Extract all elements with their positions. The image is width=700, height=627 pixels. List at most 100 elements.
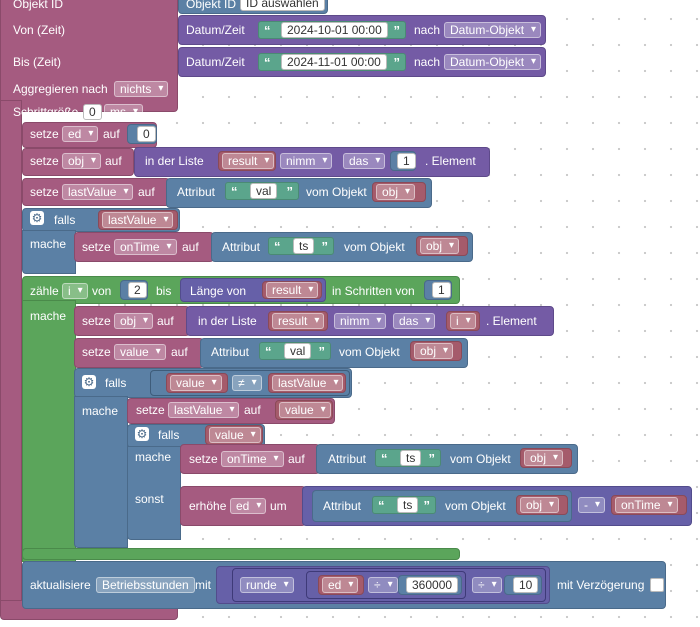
string-ts-field[interactable]: ts <box>400 450 422 466</box>
var-lastvalue-dropdown[interactable]: lastValue <box>102 212 174 228</box>
string-ts-field[interactable]: ts <box>293 238 315 254</box>
number-field-0[interactable]: 0 <box>137 126 156 142</box>
if-mache: mache <box>82 404 119 418</box>
var-ontime-dropdown[interactable]: onTime <box>221 451 284 467</box>
element-label: . Element <box>425 154 476 168</box>
divide-operator-dropdown[interactable]: ÷ <box>472 577 502 593</box>
if-falls: falls <box>105 376 127 390</box>
var-result-dropdown[interactable]: result <box>266 282 319 298</box>
var-ontime-dropdown[interactable]: onTime <box>615 497 678 513</box>
von-nach-label: nach <box>414 23 441 37</box>
var-lastvalue-dropdown[interactable]: lastValue <box>272 375 344 391</box>
round-dropdown[interactable]: runde <box>240 577 294 593</box>
compare-operator-dropdown[interactable]: ≠ <box>232 375 262 391</box>
bis-label: Bis (Zeit) <box>13 55 61 69</box>
var-ed-dropdown[interactable]: ed <box>230 498 267 514</box>
gear-icon[interactable]: ⚙ <box>30 211 44 225</box>
element-label: . Element <box>486 314 537 328</box>
var-value-dropdown[interactable]: value <box>209 427 261 443</box>
von-date-string[interactable]: “ 2024-10-01 00:00 ” <box>258 21 406 39</box>
update-target-field[interactable]: Betriebsstunden <box>96 577 195 593</box>
schriftgroesse-field[interactable]: 0 <box>83 104 102 120</box>
var-obj-dropdown[interactable]: obj <box>62 153 102 169</box>
var-obj-dropdown[interactable]: obj <box>114 313 154 329</box>
gear-icon[interactable]: ⚙ <box>135 427 149 441</box>
string-val-block[interactable]: “ val ” <box>259 342 331 360</box>
number-field-1[interactable]: 1 <box>397 153 416 169</box>
set-lastvalue-auf: auf <box>244 403 261 417</box>
minus-operator-dropdown[interactable]: - <box>578 497 605 513</box>
von-date-field[interactable]: 2024-10-01 00:00 <box>281 22 388 38</box>
increment-ed-block[interactable] <box>180 486 306 526</box>
number-field-10[interactable]: 10 <box>513 577 539 593</box>
objekt-id-key: Objekt ID <box>186 0 237 11</box>
var-lastvalue-dropdown[interactable]: lastValue <box>62 184 134 200</box>
count-zaehle: zähle <box>30 284 59 298</box>
bis-date-field[interactable]: 2024-11-01 00:00 <box>281 54 387 70</box>
aggregieren-dropdown[interactable]: nichts <box>114 81 169 97</box>
var-value-dropdown[interactable]: value <box>170 375 222 391</box>
var-result-dropdown[interactable]: result <box>272 313 325 329</box>
set-lastvalue-auf: auf <box>138 185 155 199</box>
quote-close-icon: ” <box>393 55 401 70</box>
string-val-field[interactable]: val <box>250 183 278 199</box>
var-ed-dropdown[interactable]: ed <box>322 577 359 593</box>
var-obj-dropdown[interactable]: obj <box>420 238 460 254</box>
count-von: von <box>92 284 112 298</box>
nimm-dropdown[interactable]: nimm <box>334 313 387 329</box>
var-ed-dropdown[interactable]: ed <box>62 126 99 142</box>
von-format-dropdown[interactable]: Datum-Objekt <box>444 22 542 38</box>
bis-format-dropdown[interactable]: Datum-Objekt <box>444 54 542 70</box>
quote-close-icon: ” <box>286 184 294 199</box>
var-i-dropdown[interactable]: i <box>450 313 476 329</box>
quote-open-icon: “ <box>264 55 271 70</box>
quote-open-icon: “ <box>274 239 281 254</box>
das-dropdown[interactable]: das <box>393 313 436 329</box>
nimm-dropdown[interactable]: nimm <box>280 153 333 169</box>
update-mit: mit <box>195 578 211 592</box>
set-obj-keyword: setze <box>30 154 59 168</box>
delay-checkbox[interactable] <box>650 578 664 592</box>
number-field-1[interactable]: 1 <box>432 282 451 298</box>
if-spine <box>22 230 76 274</box>
objekt-id-select[interactable]: ID auswählen <box>240 0 325 11</box>
string-ts-field[interactable]: ts <box>397 497 419 513</box>
string-val-block[interactable]: “ val ” <box>225 182 299 200</box>
var-result-dropdown[interactable]: result <box>222 153 275 169</box>
unit-dropdown[interactable]: ms <box>104 104 143 120</box>
var-value-dropdown[interactable]: value <box>279 402 331 418</box>
string-ts-block[interactable]: “ ts ” <box>372 496 436 514</box>
gear-icon[interactable]: ⚙ <box>82 375 96 389</box>
attribute-label: Attribut <box>211 345 250 359</box>
das-dropdown[interactable]: das <box>343 153 386 169</box>
set-value-auf: auf <box>171 345 188 359</box>
string-ts-block[interactable]: “ ts ” <box>375 449 441 467</box>
bis-nach-label: nach <box>414 55 441 69</box>
count-loop-spine <box>22 300 76 562</box>
string-val-field[interactable]: val <box>284 343 312 359</box>
var-value-dropdown[interactable]: value <box>114 344 166 360</box>
von-datetime-label: Datum/Zeit <box>186 23 245 37</box>
var-lastvalue-dropdown[interactable]: lastValue <box>168 402 240 418</box>
quote-open-icon: “ <box>264 23 271 38</box>
divide-operator-dropdown[interactable]: ÷ <box>368 577 398 593</box>
bis-date-string[interactable]: “ 2024-11-01 00:00 ” <box>258 53 406 71</box>
count-bis: bis <box>156 284 172 298</box>
update-delay-label: mit Verzögerung <box>557 578 645 592</box>
var-i-dropdown[interactable]: i <box>62 283 88 299</box>
var-obj-dropdown[interactable]: obj <box>376 184 416 200</box>
number-field-360000[interactable]: 360000 <box>406 577 459 593</box>
var-obj-dropdown[interactable]: obj <box>414 343 454 359</box>
var-obj-dropdown[interactable]: obj <box>524 450 564 466</box>
var-ontime-dropdown[interactable]: onTime <box>114 239 177 255</box>
list-get-label: in der Liste <box>198 314 257 328</box>
attribute-label: Attribut <box>222 240 261 254</box>
objekt-id-label: Objekt ID <box>13 0 64 11</box>
var-obj-dropdown[interactable]: obj <box>520 497 560 513</box>
set-ontime-auf: auf <box>288 452 305 466</box>
set-obj-auf: auf <box>157 314 174 328</box>
vom-objekt-label: vom Objekt <box>306 185 367 199</box>
vom-objekt-label: vom Objekt <box>339 345 400 359</box>
string-ts-block[interactable]: “ ts ” <box>268 237 334 255</box>
number-field-2[interactable]: 2 <box>128 282 147 298</box>
